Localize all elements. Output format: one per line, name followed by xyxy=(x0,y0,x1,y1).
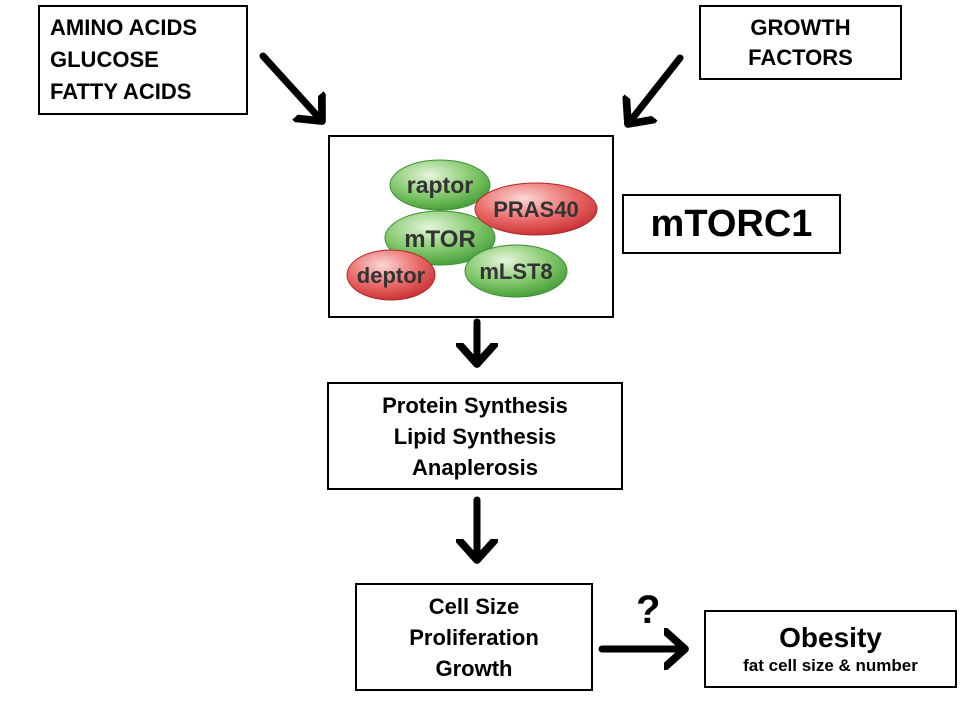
nutrient-fatty-acids: FATTY ACIDS xyxy=(50,79,192,104)
arrow-growth-factors-to-mtorc1 xyxy=(628,54,684,124)
pras40-label: PRAS40 xyxy=(493,197,579,222)
growth: Growth xyxy=(435,655,513,681)
anaplerosis: Anaplerosis xyxy=(412,454,538,480)
mlst8-label: mLST8 xyxy=(479,259,552,284)
arrow-nutrients-to-mtorc1 xyxy=(259,52,322,121)
mlst8-subunit: mLST8 xyxy=(464,244,568,298)
mtorc1-complex-box: mTOR raptor PRAS40 deptor mLST8 xyxy=(328,135,614,318)
proliferation: Proliferation xyxy=(409,624,539,650)
deptor-subunit: deptor xyxy=(346,249,436,301)
question-mark: ? xyxy=(636,588,661,632)
mtorc1-complex-illustration: mTOR raptor PRAS40 deptor mLST8 xyxy=(346,159,598,301)
cell-outcomes-box: Cell Size Proliferation Growth xyxy=(355,583,593,691)
raptor-subunit: raptor xyxy=(389,159,491,211)
deptor-label: deptor xyxy=(357,263,426,288)
obesity-subtitle: fat cell size & number xyxy=(743,656,918,675)
synthesis-box: Protein Synthesis Lipid Synthesis Anaple… xyxy=(327,382,623,490)
obesity-title: Obesity xyxy=(779,622,882,653)
raptor-label: raptor xyxy=(407,172,474,198)
growth-factors-box: GROWTH FACTORS xyxy=(699,5,902,80)
nutrient-glucose: GLUCOSE xyxy=(50,47,159,72)
growth-factors-line-2: FACTORS xyxy=(748,44,853,70)
mtorc1-label-box: mTORC1 xyxy=(622,194,841,254)
protein-synthesis: Protein Synthesis xyxy=(382,392,568,418)
mtor-label: mTOR xyxy=(404,226,476,253)
nutrient-amino-acids: AMINO ACIDS xyxy=(50,15,198,40)
mtor-subunit: mTOR xyxy=(384,210,496,266)
growth-factors-line-1: GROWTH xyxy=(750,14,851,40)
lipid-synthesis: Lipid Synthesis xyxy=(393,423,557,449)
pras40-subunit: PRAS40 xyxy=(474,182,598,236)
cell-size: Cell Size xyxy=(428,593,520,619)
nutrients-box: AMINO ACIDS GLUCOSE FATTY ACIDS xyxy=(38,5,248,115)
mtorc1-label: mTORC1 xyxy=(650,202,813,245)
obesity-box: Obesity fat cell size & number xyxy=(704,610,957,688)
